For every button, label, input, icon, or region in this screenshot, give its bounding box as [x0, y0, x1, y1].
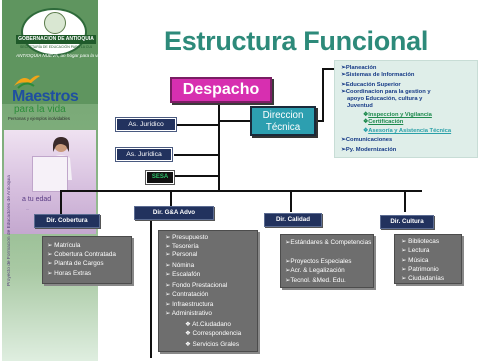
gaa-subitem: ❖ At.Ciudadano [185, 321, 231, 328]
gaa-item: ➢ Administrativo [165, 310, 212, 317]
gaa-item: ➢ Contratación [165, 291, 209, 298]
gaa-panel: ➢ Presupuesto ➢ Tesorería ➢ Personal ➢ N… [158, 230, 258, 352]
calidad-panel: ➢Estándares & Competencias ➢Proyectos Es… [280, 234, 374, 288]
gobernacion-logo: GOBERNACION DE ANTIOQUIA SECRETARÍA DE E… [12, 8, 98, 58]
gaa-item: ➢ Nómina [165, 262, 195, 269]
gaa-item: ➢ Tesorería [165, 243, 199, 250]
book-icon [32, 156, 68, 192]
calidad-item: ➢Estándares & Competencias [285, 239, 372, 246]
tecnica-item: ➢Educación Superior [341, 82, 401, 88]
gaa-subitem: ❖ Servicios Grales [185, 341, 240, 348]
cobertura-panel: ➢ Matrícula ➢ Cobertura Contratada ➢ Pla… [42, 236, 132, 284]
cobertura-drop [60, 190, 62, 214]
calidad-item: ➢Acr. & Legalización [285, 267, 345, 274]
cobertura-item: ➢ Cobertura Contratada [47, 251, 116, 258]
tecnica-subitem: ❖Certificación [363, 119, 404, 125]
page-title: Estructura Funcional [164, 26, 429, 56]
gaa-drop [170, 190, 172, 206]
tecnica-subitem: ❖Inspeccion y Vigilancia [363, 112, 432, 118]
tecnica-item: Juventud [347, 103, 373, 109]
tecnica-item: ➢Sistemas de Información [341, 72, 415, 78]
tecnica-panel: ➢Planeación ➢Sistemas de Información ➢Ed… [334, 60, 478, 158]
cultura-item: ➢ Ciudadanías [401, 275, 445, 282]
program-tagline: Personas y ejemplos inolvidables [8, 116, 70, 121]
gaa-item: ➢ Fondo Prestacional [165, 282, 228, 289]
logo-emblem [21, 8, 87, 56]
dir-cobertura-box: Dir. Cobertura [34, 214, 100, 228]
gaa-item: ➢ Presupuesto [165, 234, 209, 241]
sesa-box: SESA [145, 170, 175, 185]
calidad-drop [290, 190, 292, 212]
tecnica-item: ➢Coordinacion para la gestion y [341, 89, 431, 95]
gaa-panel-line [150, 218, 152, 358]
gov-banner-sub: SECRETARÍA DE EDUCACIÓN PARA LA CULTURA [20, 45, 92, 49]
direccion-tecnica-line2: Técnica [265, 122, 301, 133]
gov-banner: GOBERNACION DE ANTIOQUIA [16, 35, 96, 44]
gaa-subitem: ❖ Correspondencia [185, 330, 242, 337]
calidad-item: ➢Proyectos Especiales [285, 258, 352, 265]
tecnica-panel-stem [322, 68, 324, 122]
tecnica-item: apoyo Educación, cultura y [347, 96, 423, 102]
cultura-item: ➢ Lectura [401, 247, 430, 254]
tecnica-item: ➢Py. Modernización [341, 147, 397, 153]
gaa-item: ➢ Infraestructura [165, 301, 214, 308]
photo-caption-sub: ... [26, 206, 30, 211]
gaa-item: ➢ Personal [165, 251, 198, 258]
photo-vertical-text: Proyecto de Formación de Educadores de A… [7, 175, 12, 286]
as-juridico-box: As. Jurídico [115, 117, 177, 132]
cultura-item: ➢ Bibliotecas [401, 238, 440, 245]
cultura-item: ➢ Patrimonio [401, 266, 439, 273]
coat-of-arms-icon [44, 12, 66, 34]
tecnica-item: ➢Planeación [341, 65, 377, 71]
juridica-connector [174, 154, 220, 156]
cobertura-item: ➢ Matrícula [47, 242, 81, 249]
cultura-drop [404, 190, 406, 212]
tecnica-subitem: ❖Asesoría y Asistencia Técnica [363, 128, 452, 134]
main-trunk-line [218, 101, 220, 191]
tecnica-panel-connector [316, 120, 324, 122]
directions-bus-line [60, 190, 422, 192]
tecnica-item: ➢Comunicaciones [341, 137, 393, 143]
dir-gaa-box: Dir. G&A Advo [134, 206, 214, 220]
dir-cultura-box: Dir. Cultura [380, 215, 434, 229]
slogan: ANTIOQUIA NUEVA, un hogar para la vida [16, 53, 100, 58]
cultura-panel: ➢ Bibliotecas ➢ Lectura ➢ Música ➢ Patri… [394, 234, 462, 284]
direccion-tecnica-box: Direccion Técnica [250, 106, 316, 136]
juridico-connector [174, 124, 220, 126]
calidad-item: ➢Tecnol. &Med. Edu. [285, 277, 346, 284]
gaa-item: ➢ Escalafón [165, 271, 201, 278]
as-juridica-box: As. Jurídica [115, 147, 173, 162]
dir-calidad-box: Dir. Calidad [264, 213, 322, 227]
bird-icon [14, 75, 40, 89]
tecnica-connector [218, 120, 252, 122]
cultura-item: ➢ Música [401, 257, 429, 264]
maestros-logo: Maestros para la vida Personas y ejemplo… [4, 68, 98, 122]
cobertura-item: ➢ Horas Extras [47, 270, 92, 277]
program-title: Maestros [12, 88, 79, 105]
despacho-box: Despacho [170, 77, 272, 103]
program-subtitle: para la vida [14, 104, 66, 115]
direccion-tecnica-line1: Direccion [262, 110, 304, 121]
cobertura-item: ➢ Planta de Cargos [47, 260, 104, 267]
sesa-connector [172, 175, 220, 177]
photo-caption: a tu edad [22, 196, 52, 203]
tecnica-panel-tick [322, 68, 334, 70]
